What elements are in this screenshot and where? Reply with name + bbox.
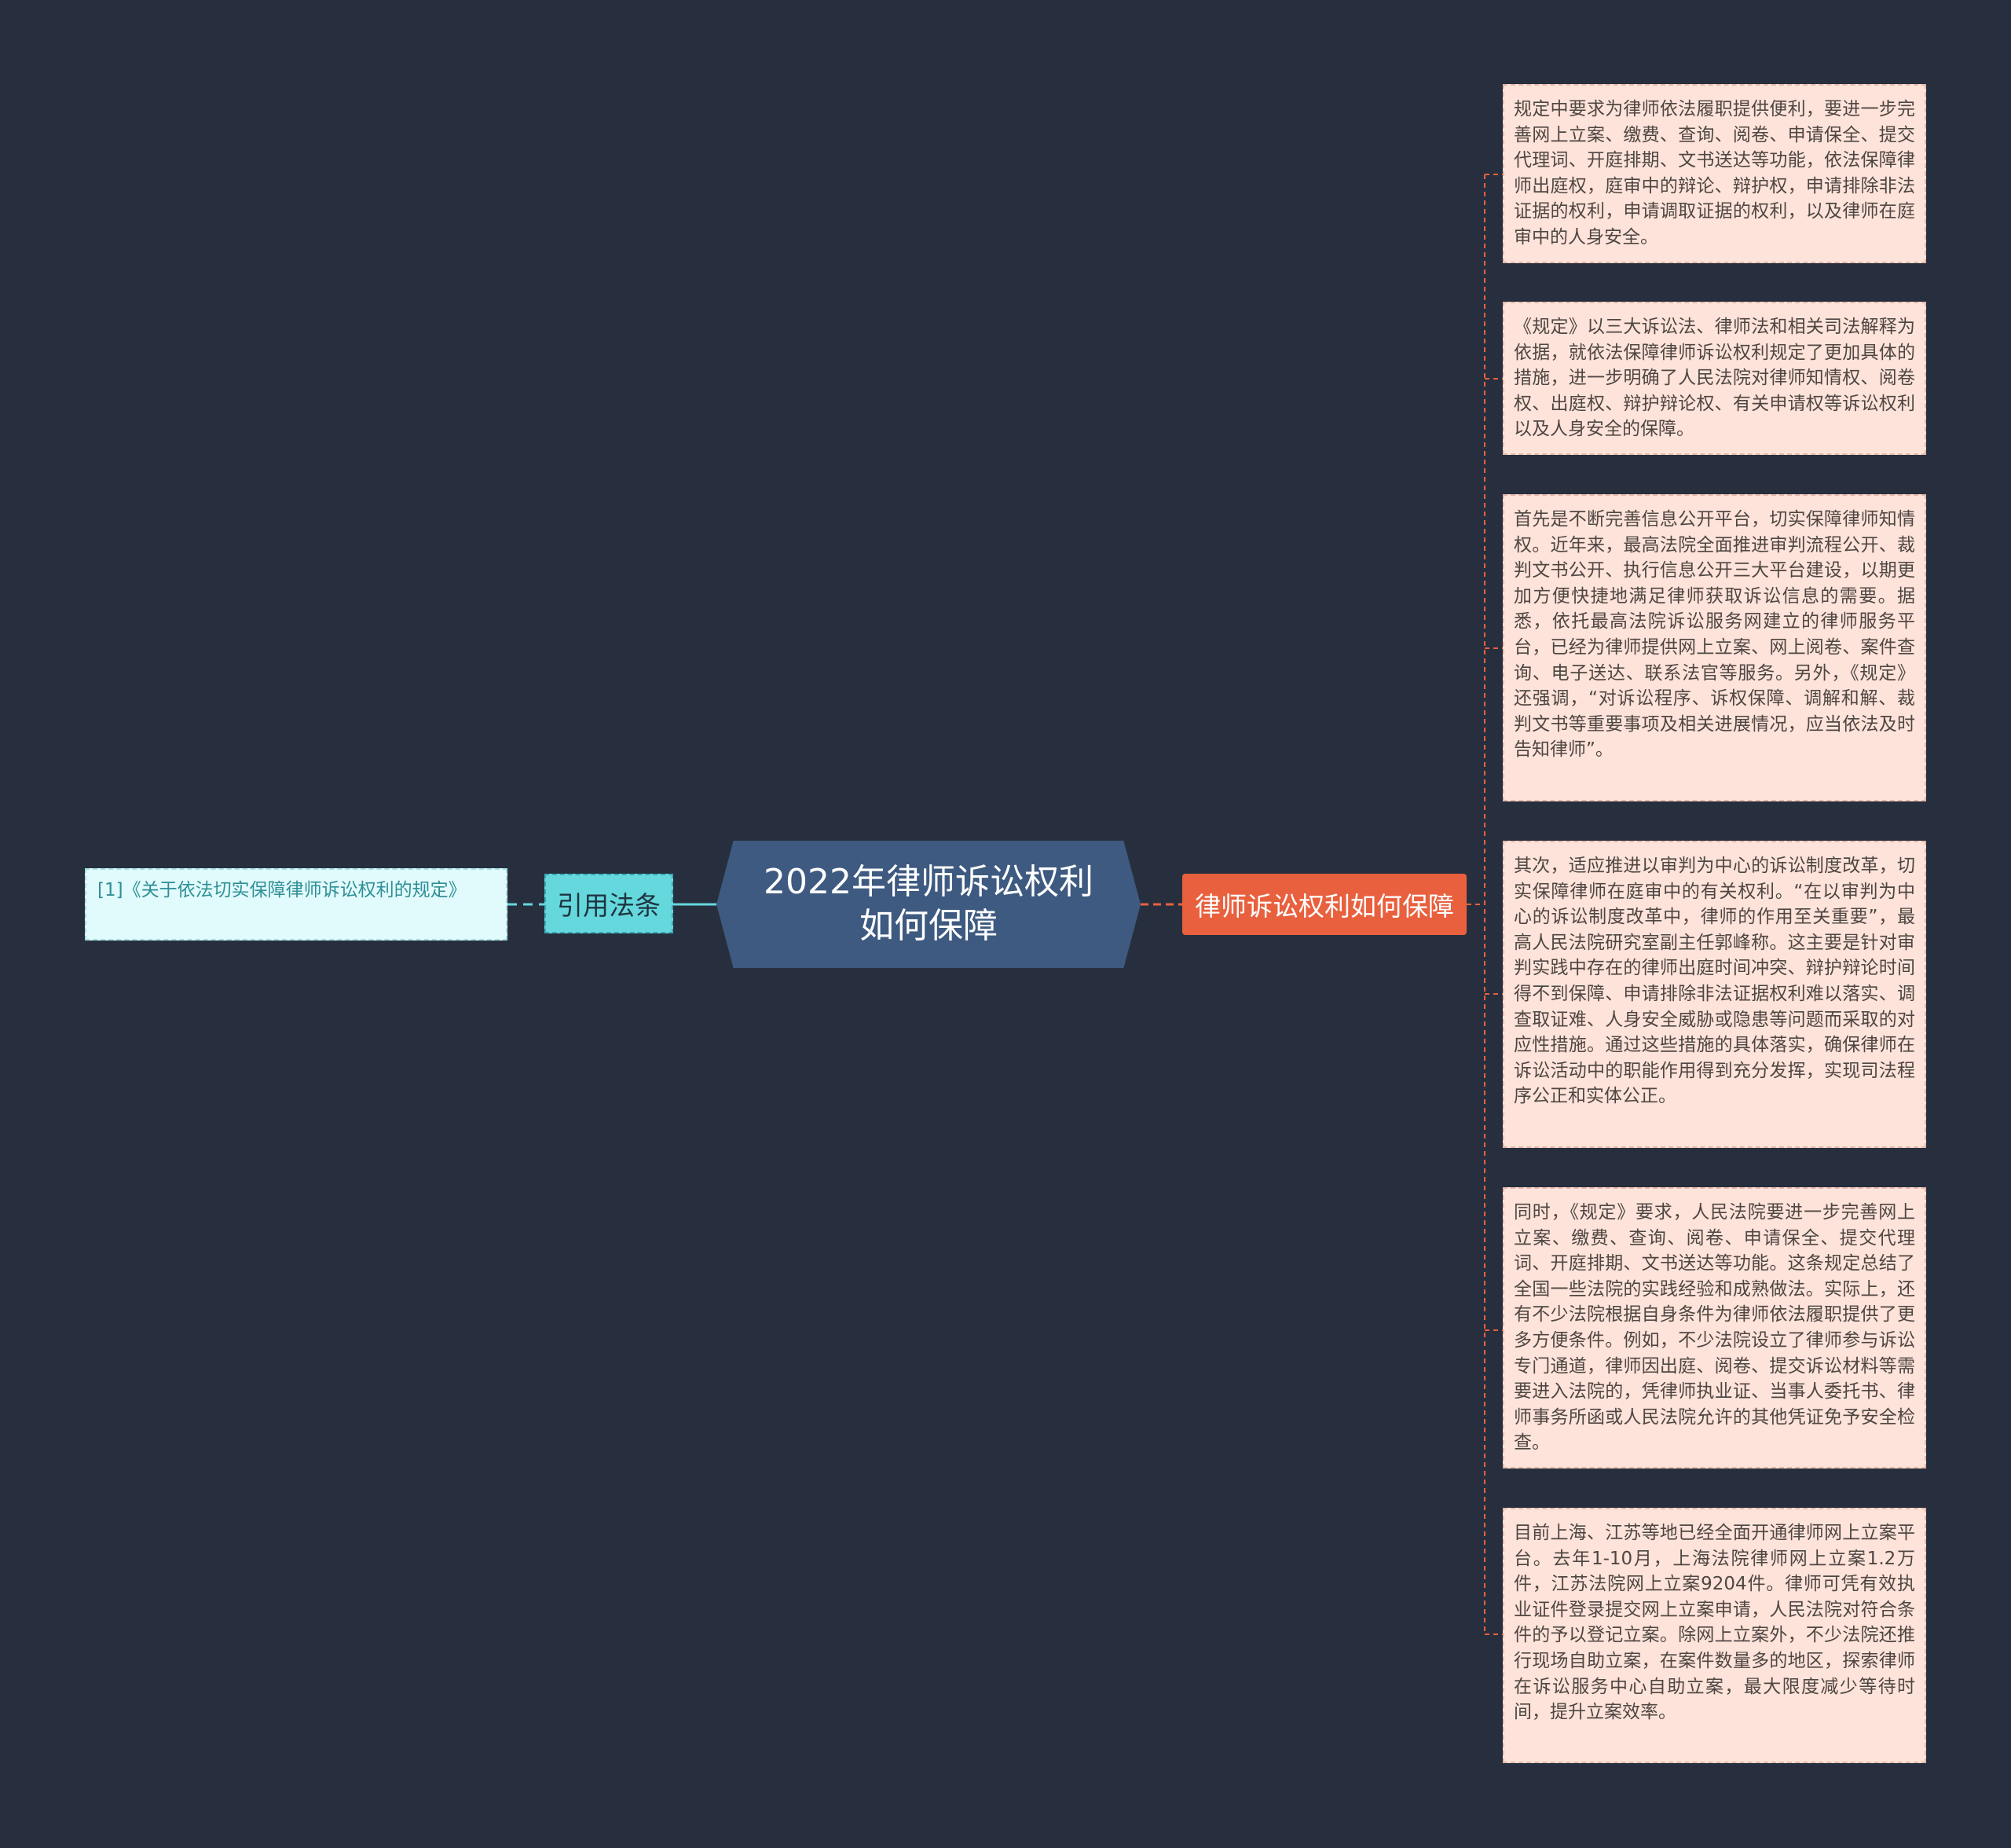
leaf-node-1[interactable]: 规定中要求为律师依法履职提供便利，要进一步完善网上立案、缴费、查询、阅卷、申请保… <box>1503 84 1926 263</box>
leaf-node-3[interactable]: 首先是不断完善信息公开平台，切实保障律师知情权。近年来，最高法院全面推进审判流程… <box>1503 494 1926 801</box>
leaf-node-2[interactable]: 《规定》以三大诉讼法、律师法和相关司法解释为依据，就依法保障律师诉讼权利规定了更… <box>1503 302 1926 455</box>
leaf-text: 首先是不断完善信息公开平台，切实保障律师知情权。近年来，最高法院全面推进审判流程… <box>1514 509 1915 761</box>
leaf-text: 《规定》以三大诉讼法、律师法和相关司法解释为依据，就依法保障律师诉讼权利规定了更… <box>1514 317 1915 440</box>
leaf-node-5[interactable]: 同时，《规定》要求，人民法院要进一步完善网上立案、缴费、查询、阅卷、申请保全、提… <box>1503 1187 1926 1468</box>
citation-node[interactable]: [1]《关于依法切实保障律师诉讼权利的规定》 <box>85 868 507 940</box>
leaf-node-4[interactable]: 其次，适应推进以审判为中心的诉讼制度改革，切实保障律师在庭审中的有关权利。“在以… <box>1503 841 1926 1148</box>
right-branch-node[interactable]: 律师诉讼权利如何保障 <box>1182 874 1467 935</box>
citation-text: [1]《关于依法切实保障律师诉讼权利的规定》 <box>97 880 467 900</box>
leaf-text: 目前上海、江苏等地已经全面开通律师网上立案平台。去年1-10月，上海法院律师网上… <box>1514 1523 1915 1723</box>
leaf-node-6[interactable]: 目前上海、江苏等地已经全面开通律师网上立案平台。去年1-10月，上海法院律师网上… <box>1503 1508 1926 1763</box>
leaf-text: 规定中要求为律师依法履职提供便利，要进一步完善网上立案、缴费、查询、阅卷、申请保… <box>1514 99 1915 248</box>
central-topic-node[interactable]: 2022年律师诉讼权利如何保障 <box>716 841 1141 968</box>
leaf-text: 其次，适应推进以审判为中心的诉讼制度改革，切实保障律师在庭审中的有关权利。“在以… <box>1514 856 1915 1107</box>
left-branch-node[interactable]: 引用法条 <box>544 874 673 933</box>
right-branch-label: 律师诉讼权利如何保障 <box>1195 891 1454 922</box>
left-branch-label: 引用法条 <box>557 890 661 921</box>
leaf-text: 同时，《规定》要求，人民法院要进一步完善网上立案、缴费、查询、阅卷、申请保全、提… <box>1514 1202 1915 1454</box>
central-topic-label: 2022年律师诉讼权利如何保障 <box>764 862 1093 946</box>
